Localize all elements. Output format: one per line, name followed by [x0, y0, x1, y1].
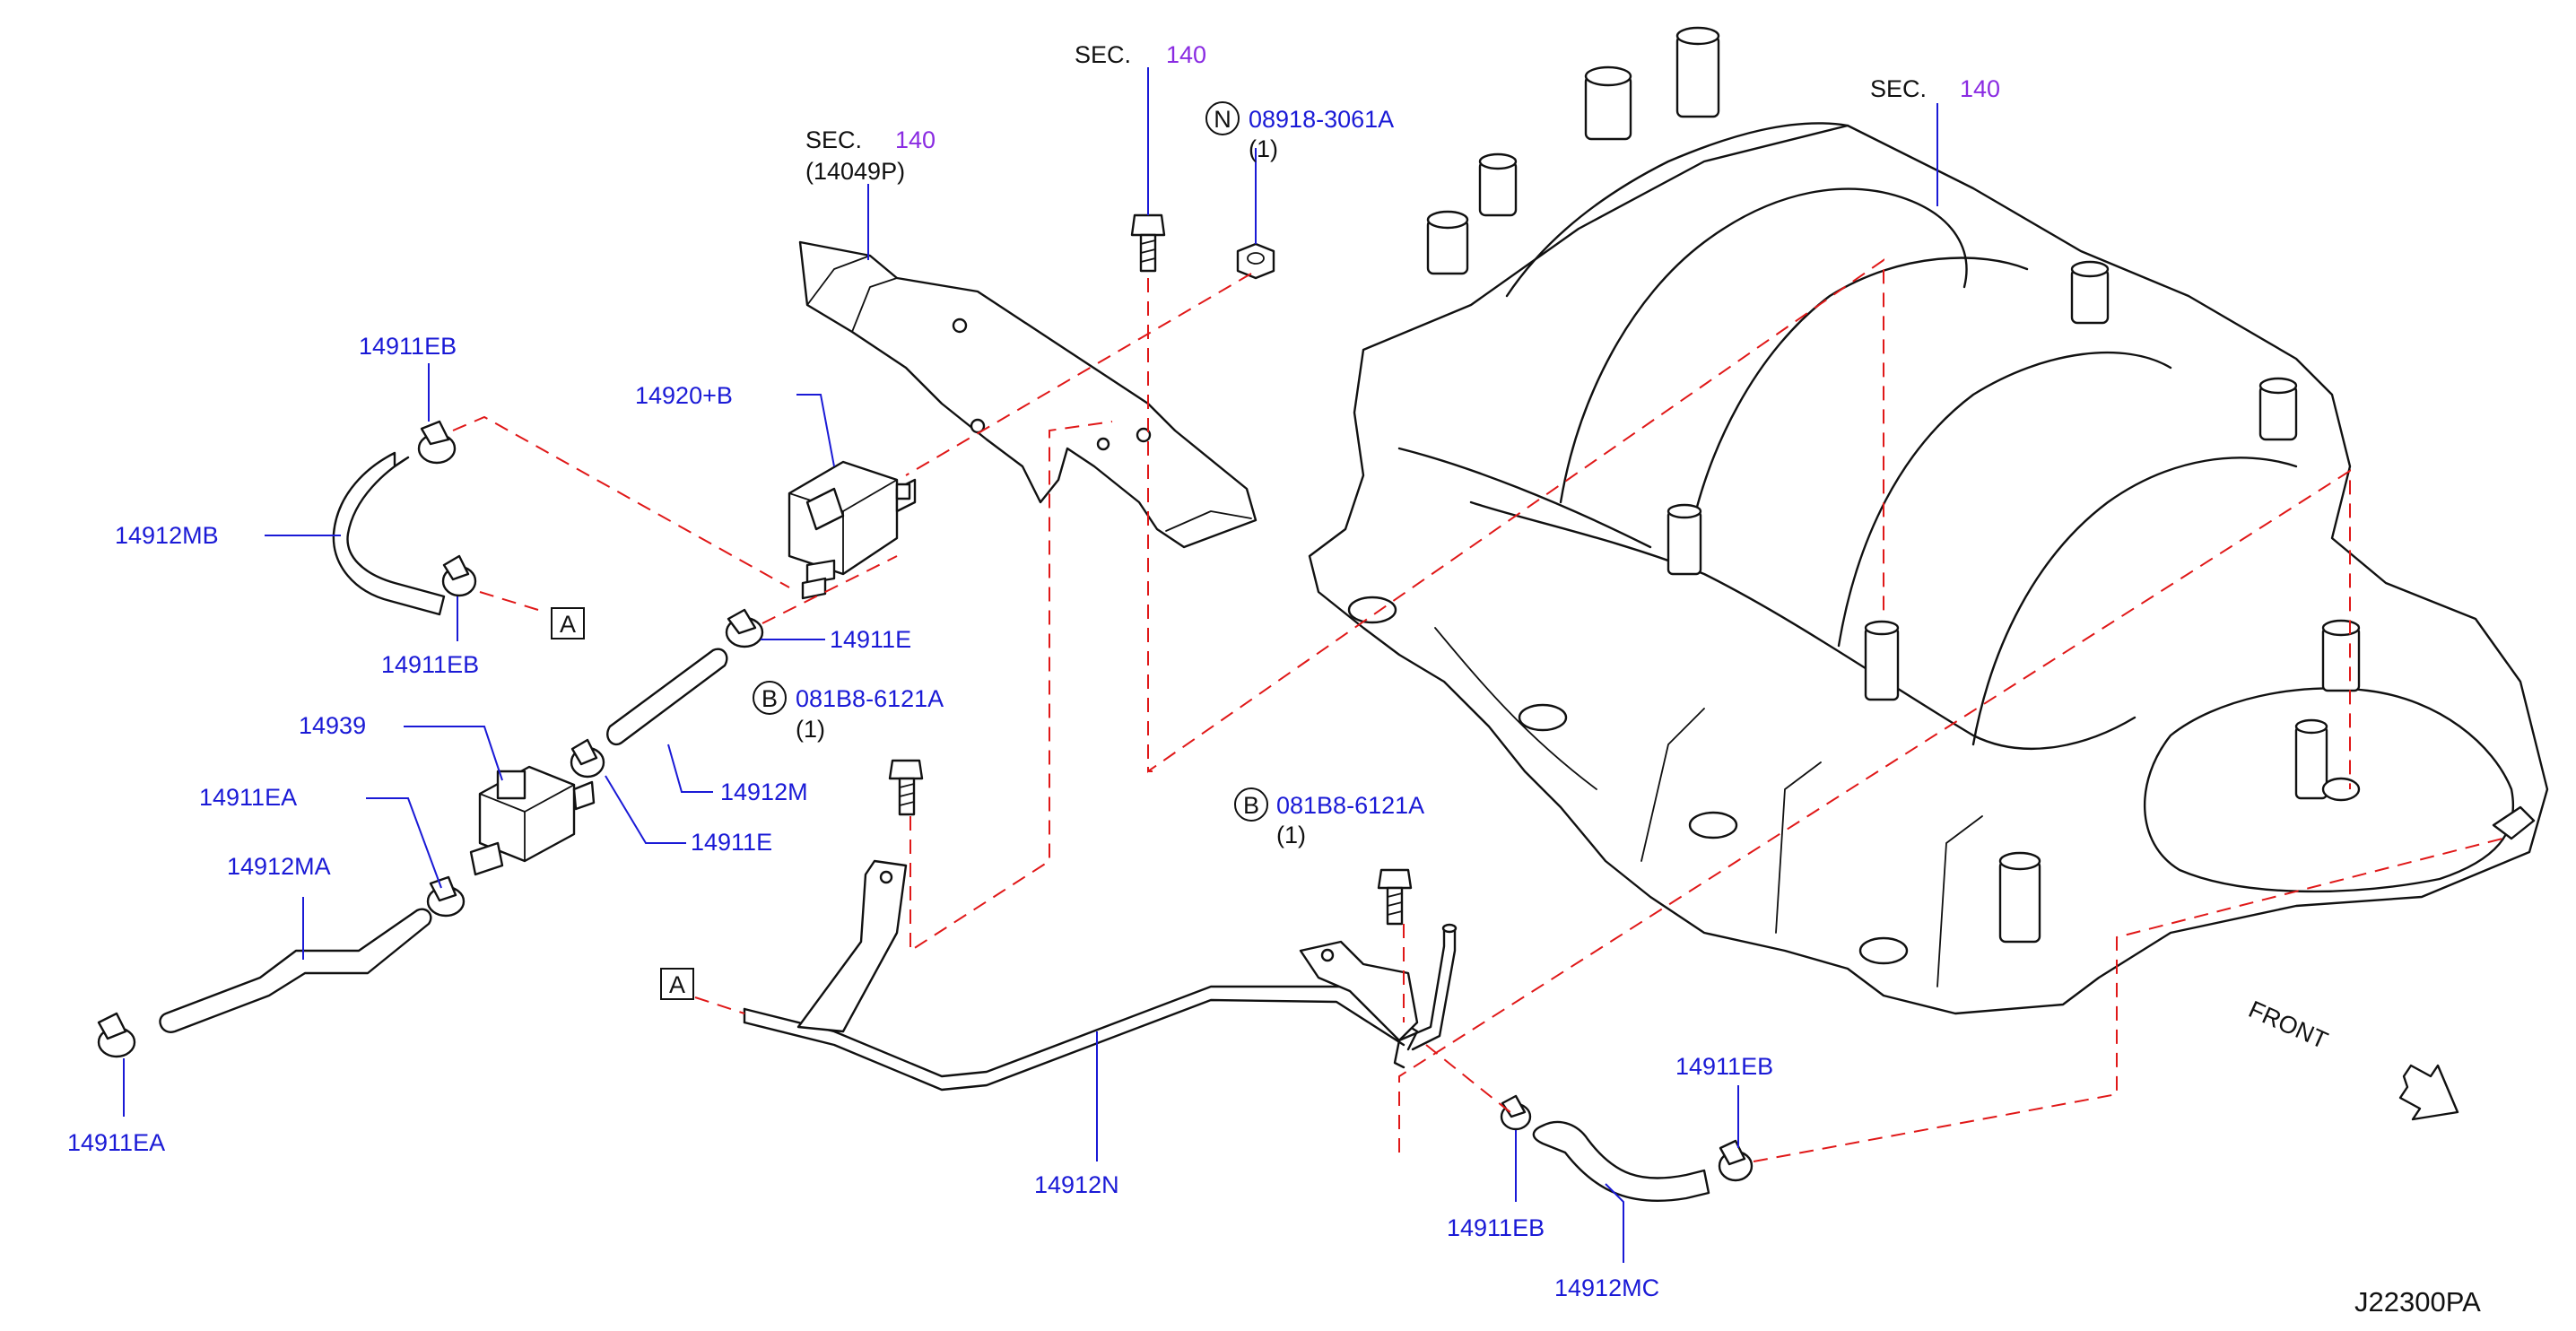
svg-text:A: A: [560, 611, 576, 638]
nut-marker: N: [1205, 101, 1240, 135]
bolt-081B8-6121A-lower: [1377, 868, 1413, 926]
label-14912N: 14912N: [1034, 1171, 1119, 1198]
bolt-lower-qty: (1): [1276, 822, 1306, 848]
tube-14912N: [743, 859, 1458, 1092]
leader-lines: [123, 67, 1938, 1263]
bracket-14049P: [798, 240, 1258, 549]
label-14911E-lower: 14911E: [691, 829, 772, 856]
label-14912MB: 14912MB: [115, 522, 219, 549]
solenoid-valve-14920B: [788, 460, 917, 600]
sec-label-bracket: SEC.: [805, 126, 862, 153]
svg-text:N: N: [1214, 106, 1231, 133]
bolt-upper-qty: (1): [796, 716, 825, 743]
label-14912M: 14912M: [720, 779, 808, 805]
svg-text:B: B: [761, 685, 778, 712]
clamp-14911E-upper: [725, 608, 764, 648]
connector-ref-a-lower: A: [660, 968, 694, 1000]
svg-text:B: B: [1243, 792, 1259, 819]
svg-text:A: A: [669, 971, 685, 998]
clamp-14911EB-bottom: [1500, 1094, 1532, 1131]
hose-14912MC: [1532, 1120, 1710, 1202]
valve-14939: [469, 765, 596, 876]
bolt-marker-upper: B: [753, 681, 787, 715]
label-14911EB-right: 14911EB: [1675, 1053, 1773, 1080]
label-14920B: 14920+B: [635, 382, 733, 409]
nut-part-number: 08918-3061A: [1249, 106, 1394, 133]
label-14912MA: 14912MA: [227, 853, 331, 880]
front-arrow: [2398, 1064, 2459, 1121]
label-14911EA-lower: 14911EA: [67, 1129, 165, 1156]
bolt-upper-part-number: 081B8-6121A: [796, 685, 944, 712]
label-14939: 14939: [299, 712, 366, 739]
clamp-14911EB-top: [417, 420, 457, 465]
diagram-code: J22300PA: [2354, 1286, 2481, 1318]
clamp-14911EB-right: [1718, 1139, 1754, 1182]
label-14911EB-mid: 14911EB: [381, 651, 479, 678]
front-label: FRONT: [2245, 996, 2332, 1054]
clamp-14911EB-mid: [441, 554, 477, 597]
label-14912MC: 14912MC: [1554, 1274, 1659, 1301]
label-14911EB-top: 14911EB: [359, 333, 457, 360]
bracket-ref: (14049P): [805, 158, 905, 185]
clamp-14911E-lower: [570, 738, 605, 779]
bolt-081B8-6121A-upper: [888, 759, 924, 816]
label-14911E-upper: 14911E: [830, 626, 911, 653]
nut-08918-3061A: [1236, 242, 1275, 280]
sec-label-top: SEC.: [1075, 41, 1131, 68]
hose-14912MA: [159, 908, 432, 1033]
dashed-connections: [452, 258, 2503, 1162]
connector-ref-a-upper: A: [551, 607, 585, 639]
hose-14912MB: [332, 451, 446, 616]
label-14911EB-bottom: 14911EB: [1447, 1214, 1545, 1241]
bolt-marker-lower: B: [1234, 787, 1268, 822]
clamp-14911EA-upper: [426, 875, 466, 918]
sec-number-bracket: 140: [895, 126, 936, 153]
bolt-sec140: [1130, 213, 1166, 273]
bolt-lower-part-number: 081B8-6121A: [1276, 792, 1424, 819]
clamp-14911EA-lower: [97, 1012, 136, 1058]
hose-14912M: [606, 648, 728, 746]
intake-manifold: [1308, 26, 2549, 1015]
sec-number-manifold: 140: [1960, 75, 2000, 102]
sec-number-top: 140: [1166, 41, 1206, 68]
nut-qty: (1): [1249, 135, 1278, 162]
sec-label-manifold: SEC.: [1870, 75, 1927, 102]
label-14911EA-upper: 14911EA: [199, 784, 297, 811]
